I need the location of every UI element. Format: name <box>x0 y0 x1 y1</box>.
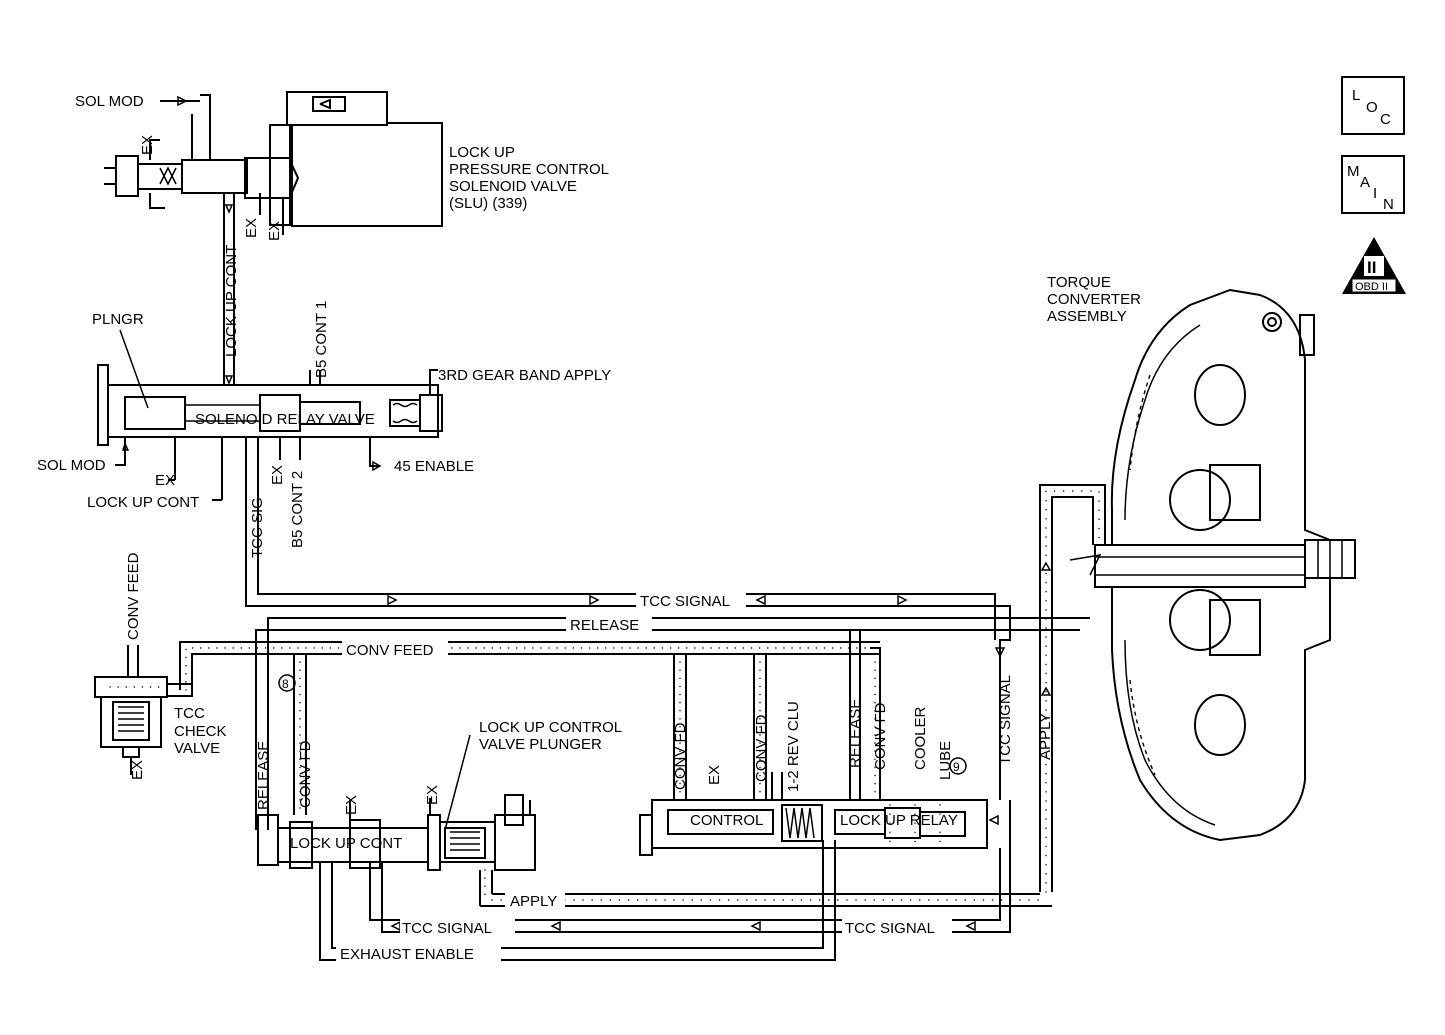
ex-label: EX <box>155 472 175 489</box>
tcc-signal-bottom-right-label: TCC SIGNAL <box>845 920 935 937</box>
svg-text:II: II <box>1367 258 1376 277</box>
conv-fd-label: CONV FD <box>872 702 889 770</box>
circle-marker-9: 9 <box>949 757 967 775</box>
ex-label: EX <box>266 221 283 241</box>
release-top-label: RELEASE <box>570 617 639 634</box>
slu-label: (SLU) (339) <box>449 195 527 212</box>
apply-vertical-label: APPLY <box>1037 713 1054 760</box>
third-gear-band-apply-label: 3RD GEAR BAND APPLY <box>438 367 611 384</box>
lock-up-cont-valve <box>257 794 536 906</box>
tcc-signal-bottom-left-label: TCC SIGNAL <box>402 920 492 937</box>
tcc-sig-label: TCC SIG <box>249 497 266 558</box>
svg-text:A: A <box>1360 174 1370 191</box>
lock-up-cont-valve-label: LOCK UP CONT <box>290 835 402 852</box>
ex-label: EX <box>424 785 441 805</box>
ex-label: EX <box>343 795 360 815</box>
torque-converter-assembly <box>1069 288 1356 842</box>
ex-label: EX <box>706 765 723 785</box>
lock-up-control-valve-plunger-label: LOCK UP CONTROL <box>479 719 622 736</box>
slu-label: SOLENOID VALVE <box>449 178 577 195</box>
lock-up-cont-mid-label: LOCK UP CONT <box>87 494 199 511</box>
cooler-label: COOLER <box>912 706 929 770</box>
tcc-check-valve-label: VALVE <box>174 740 220 757</box>
apply-bottom-label: APPLY <box>510 893 557 910</box>
circle-marker-8: 8 <box>278 674 296 692</box>
tcc-check-valve <box>94 676 193 775</box>
torque-converter-label: ASSEMBLY <box>1047 308 1127 325</box>
lube-label: LUBE <box>937 741 954 780</box>
conv-feed-horizontal-label: CONV FEED <box>346 642 434 659</box>
release-left-label: RELEASE <box>255 741 272 810</box>
conv-fd-label: CONV FD <box>753 714 770 782</box>
tcc-signal-right-label: TCC SIGNAL <box>997 675 1014 765</box>
conv-feed-vertical-label: CONV FEED <box>125 552 142 640</box>
lock-up-cont-vertical-label: LOCK UP CONT <box>223 245 240 357</box>
main-button[interactable]: M A I N <box>1341 155 1405 214</box>
exhaust-enable-label: EXHAUST ENABLE <box>340 946 474 963</box>
obd-ii-button[interactable]: II OBD II <box>1342 237 1406 294</box>
svg-text:9: 9 <box>953 760 960 774</box>
tcc-signal-arrows <box>387 594 1006 658</box>
ex-label: EX <box>269 465 286 485</box>
svg-text:I: I <box>1373 185 1377 202</box>
plngr-label: PLNGR <box>92 311 144 328</box>
rev-clu-label: 1-2 REV CLU <box>785 701 802 792</box>
slu-solenoid-valve <box>104 91 443 240</box>
sol-mod-mid-label: SOL MOD <box>37 457 106 474</box>
ex-label: EX <box>243 218 260 238</box>
tcc-check-valve-label: CHECK <box>174 723 227 740</box>
tcc-signal-top-label: TCC SIGNAL <box>640 593 730 610</box>
svg-text:L: L <box>1352 87 1360 104</box>
svg-text:N: N <box>1383 196 1394 213</box>
loc-button[interactable]: L O C <box>1341 76 1405 135</box>
b5-cont-2-label: B5 CONT 2 <box>289 471 306 548</box>
svg-text:OBD II: OBD II <box>1355 281 1388 293</box>
slu-label: LOCK UP <box>449 144 515 161</box>
control-valve-label: CONTROL <box>690 812 763 829</box>
lock-up-control-valve-plunger-label: VALVE PLUNGER <box>479 736 602 753</box>
slu-label: PRESSURE CONTROL <box>449 161 609 178</box>
ex-label: EX <box>129 760 146 780</box>
svg-text:O: O <box>1366 99 1378 116</box>
control-lock-up-relay-valve <box>639 772 999 856</box>
solenoid-relay-valve <box>97 364 443 530</box>
ex-label: EX <box>139 135 156 155</box>
lock-up-relay-label: LOCK UP RELAY <box>840 812 958 829</box>
sol-mod-top-label: SOL MOD <box>75 93 144 110</box>
conv-feed-passage <box>179 641 881 816</box>
b5-cont-1-label: B5 CONT 1 <box>313 301 330 378</box>
conv-fd-label: CONV FD <box>672 722 689 790</box>
tcc-check-valve-label: TCC <box>174 705 205 722</box>
torque-converter-label: TORQUE <box>1047 274 1111 291</box>
solenoid-relay-valve-label: SOLENOID RELAY VALVE <box>195 411 375 428</box>
45-enable-label: 45 ENABLE <box>394 458 474 475</box>
svg-text:8: 8 <box>282 677 289 691</box>
release-mid-label: RELEASE <box>847 699 864 768</box>
torque-converter-label: CONVERTER <box>1047 291 1141 308</box>
apply-passage <box>480 484 1106 907</box>
conv-fd-label: CONV FD <box>297 740 314 808</box>
svg-text:C: C <box>1380 111 1391 128</box>
svg-text:M: M <box>1347 163 1360 180</box>
